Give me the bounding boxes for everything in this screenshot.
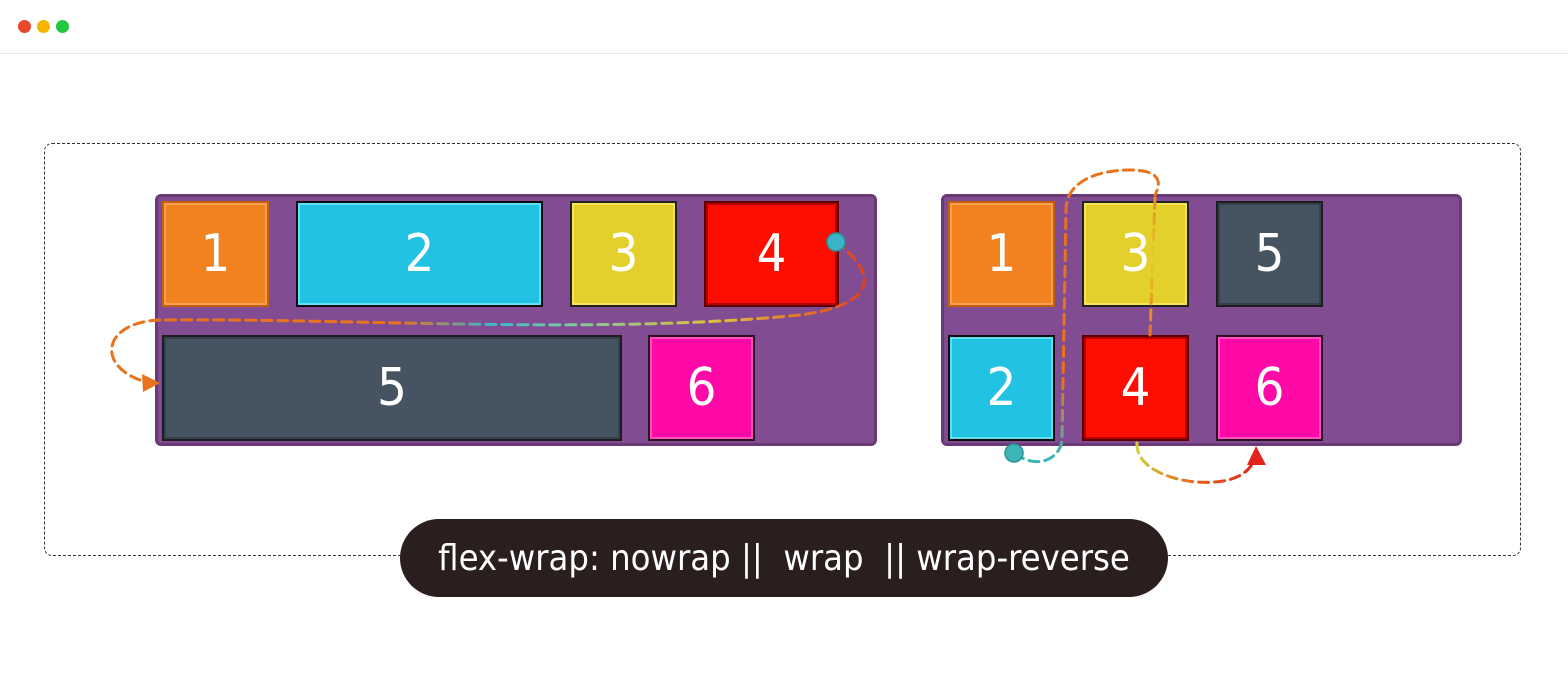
minimize-window-button[interactable]: [37, 20, 50, 33]
flex-item: 1: [948, 201, 1055, 307]
flex-item: 6: [1216, 335, 1323, 441]
window-title-bar: [0, 0, 1568, 54]
flex-item: 3: [570, 201, 677, 307]
close-window-button[interactable]: [18, 20, 31, 33]
flex-item: 4: [704, 201, 839, 307]
flex-item: 4: [1082, 335, 1189, 441]
flex-item: 5: [1216, 201, 1323, 307]
flex-item: 3: [1082, 201, 1189, 307]
flex-item: 5: [162, 335, 622, 441]
flex-item: 2: [948, 335, 1055, 441]
maximize-window-button[interactable]: [56, 20, 69, 33]
flex-wrap-caption: flex-wrap: nowrap || wrap || wrap-revers…: [400, 519, 1168, 597]
flex-item: 6: [648, 335, 755, 441]
flex-item: 1: [162, 201, 269, 307]
flex-item: 2: [296, 201, 543, 307]
